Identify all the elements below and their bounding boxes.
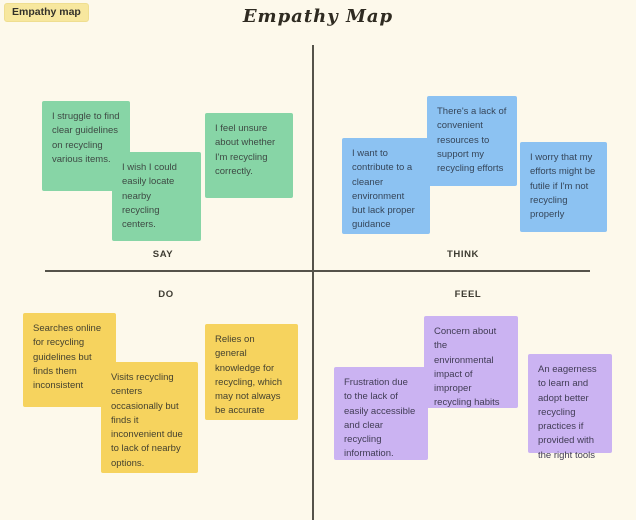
- note-text: I worry that my efforts might be futile …: [530, 152, 596, 220]
- sticky-note[interactable]: Frustration due to the lack of easily ac…: [334, 367, 428, 460]
- axis-horizontal-line: [45, 270, 590, 272]
- board-title: Empathy Map: [242, 6, 394, 27]
- quadrant-label-say: SAY: [152, 249, 174, 260]
- sticky-note[interactable]: Relies on general knowledge for recyclin…: [205, 324, 298, 420]
- sticky-note[interactable]: Visits recycling centers occasionally bu…: [101, 362, 198, 473]
- sticky-note[interactable]: Searches online for recycling guidelines…: [23, 313, 116, 407]
- note-text: Searches online for recycling guidelines…: [33, 323, 102, 391]
- axis-vertical-line: [312, 45, 314, 520]
- quadrant-label-feel: FEEL: [454, 289, 482, 300]
- note-text: An eagerness to learn and adopt better r…: [538, 364, 597, 461]
- sticky-note[interactable]: An eagerness to learn and adopt better r…: [528, 354, 612, 461]
- quadrant-label-do: DO: [158, 289, 174, 300]
- note-text: Concern about the environmental impact o…: [434, 326, 500, 409]
- note-text: Relies on general knowledge for recyclin…: [215, 334, 283, 417]
- note-text: I wish I could easily locate nearby recy…: [122, 162, 177, 230]
- note-text: Frustration due to the lack of easily ac…: [344, 377, 416, 460]
- quadrant-label-think: THINK: [446, 249, 480, 260]
- sticky-note[interactable]: I want to contribute to a cleaner enviro…: [342, 138, 430, 234]
- note-text: I struggle to find clear guidelines on r…: [52, 111, 120, 165]
- note-text: I feel unsure about whether I'm recyclin…: [215, 123, 276, 177]
- note-text: Visits recycling centers occasionally bu…: [111, 372, 183, 469]
- sticky-note[interactable]: I wish I could easily locate nearby recy…: [112, 152, 201, 241]
- empathy-map-badge[interactable]: Empathy map: [4, 3, 89, 22]
- sticky-note[interactable]: I worry that my efforts might be futile …: [520, 142, 607, 232]
- sticky-note[interactable]: I struggle to find clear guidelines on r…: [42, 101, 130, 191]
- note-text: I want to contribute to a cleaner enviro…: [352, 148, 415, 231]
- sticky-note[interactable]: Concern about the environmental impact o…: [424, 316, 518, 408]
- note-text: There's a lack of convenient resources t…: [437, 106, 507, 174]
- sticky-note[interactable]: I feel unsure about whether I'm recyclin…: [205, 113, 293, 198]
- sticky-note[interactable]: There's a lack of convenient resources t…: [427, 96, 517, 186]
